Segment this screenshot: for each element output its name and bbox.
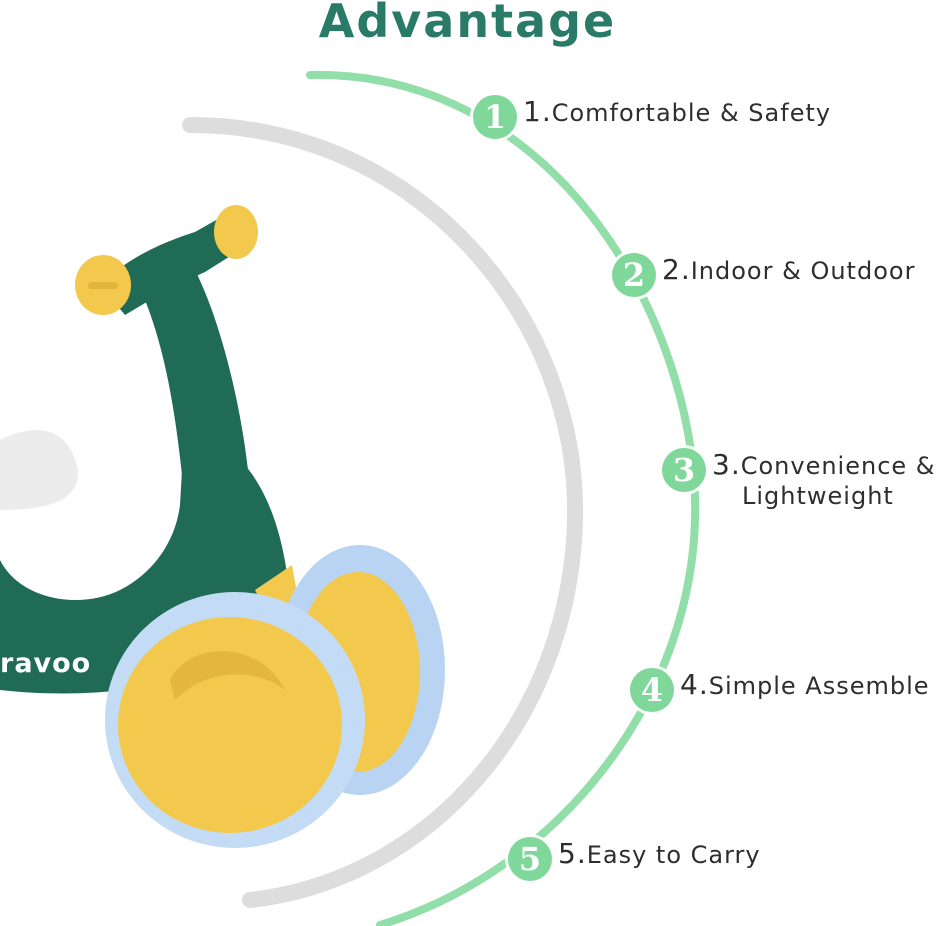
bike-neck: [145, 270, 248, 475]
green-arc-decoration: [306, 70, 700, 926]
number-badge-2: 2: [612, 253, 656, 297]
feature-label-3: 3.Convenience & Lightweight: [712, 448, 936, 511]
number-badge-4: 4: [630, 668, 674, 712]
feature-item-1: 1 1.Comfortable & Safety: [473, 95, 831, 139]
bike-illustration: [0, 205, 445, 848]
page-title: Advantage: [318, 0, 617, 48]
feature-label-5: 5.Easy to Carry: [558, 837, 761, 870]
feature-item-3: 3 3.Convenience & Lightweight: [662, 448, 936, 511]
brand-logo-text: ravoo: [0, 648, 92, 679]
bike-seat: [0, 430, 79, 510]
feature-item-2: 2 2.Indoor & Outdoor: [612, 253, 915, 297]
number-badge-5: 5: [508, 837, 552, 881]
number-badge-1: 1: [473, 95, 517, 139]
feature-label-1: 1.Comfortable & Safety: [523, 95, 832, 128]
bike-handlebar: [100, 215, 240, 315]
feature-item-4: 4 4.Simple Assemble: [630, 668, 930, 712]
grey-arc-decoration: [182, 117, 584, 908]
feature-item-5: 5 5.Easy to Carry: [508, 837, 761, 881]
right-grip: [214, 205, 258, 259]
feature-label-4: 4.Simple Assemble: [680, 668, 930, 701]
number-badge-3: 3: [662, 448, 706, 492]
feature-label-2: 2.Indoor & Outdoor: [662, 253, 916, 286]
feature-label-3-line2: Lightweight: [742, 482, 894, 510]
